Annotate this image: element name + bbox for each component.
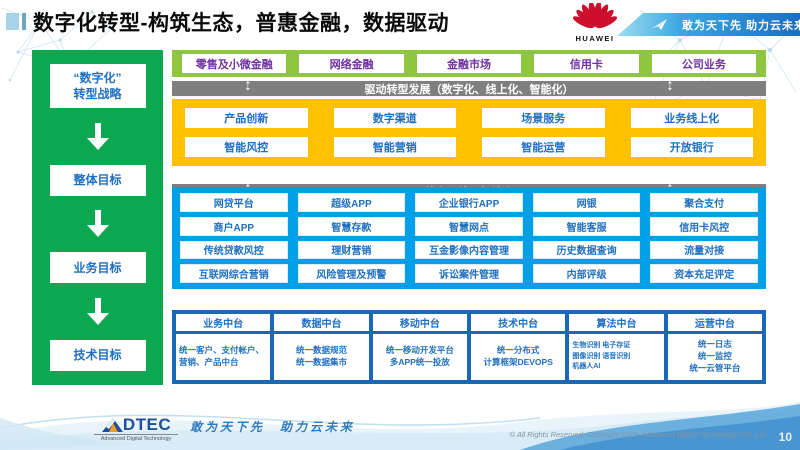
banner-text: 驱动转型发展（数字化、线上化、智能化） bbox=[364, 83, 574, 96]
sidebar-item-strategy: “数字化” 转型战略 bbox=[49, 64, 146, 109]
application-cell: 智能客服 bbox=[532, 216, 641, 236]
page-title: 数字化转型-构筑生态，普惠金融，数据驱动 bbox=[33, 12, 449, 35]
copyright-text: © All Rights Reserved. Copyright 2019. A… bbox=[509, 430, 767, 439]
capability-cell: 业务线上化 bbox=[630, 108, 753, 128]
business-line-cell: 公司业务 bbox=[651, 54, 757, 73]
application-cell: 互金影像内容管理 bbox=[415, 240, 523, 260]
application-cell: 流量对接 bbox=[650, 240, 758, 260]
capability-cell: 智能运营 bbox=[482, 137, 605, 157]
sidebar-item-tech-goal: 技术目标 bbox=[49, 339, 146, 371]
application-cell: 超级APP bbox=[297, 193, 406, 212]
platform-body: 统一数据规范 统一数据集市 bbox=[274, 334, 369, 380]
down-arrow-icon bbox=[86, 297, 109, 326]
main-diagram: 零售及小微金融 网络金融 金融市场 信用卡 公司业务 ↕ 驱动转型发展（数字化、… bbox=[172, 50, 766, 384]
strategy-sidebar: “数字化” 转型战略 整体目标 业务目标 技术目标 bbox=[32, 50, 163, 385]
capability-grid: 产品创新 数字渠道 场景服务 业务线上化 智能风控 智能营销 智能运营 开放银行 bbox=[172, 99, 766, 166]
paper-plane-icon bbox=[651, 19, 667, 30]
platform-header: 算法中台 bbox=[569, 314, 664, 331]
application-cell: 企业银行APP bbox=[415, 193, 523, 212]
adtec-triangle-icon bbox=[101, 418, 123, 432]
application-cell: 网银 bbox=[532, 193, 641, 212]
huawei-flower-icon bbox=[572, 1, 618, 29]
slogan-ribbon: 敢为天下先 助力云未来 bbox=[617, 13, 800, 36]
platform-body: 统一客户、支付帐户、营销、产品中台 bbox=[176, 334, 271, 380]
down-arrow-icon bbox=[86, 122, 109, 151]
title-accent-bar bbox=[22, 13, 26, 30]
page-number: 10 bbox=[778, 430, 792, 444]
application-cell: 网贷平台 bbox=[180, 193, 288, 212]
capability-cell: 产品创新 bbox=[185, 108, 308, 128]
capability-cell: 场景服务 bbox=[482, 108, 605, 128]
updown-arrow-icon: ↕ bbox=[666, 77, 674, 94]
huawei-wordmark: HUAWEI bbox=[575, 34, 615, 43]
platform-column-operation: 运营中台 统一日志 统一监控 统一云管平台 bbox=[667, 314, 762, 380]
adtec-subtitle: Advanced Digital Technology bbox=[94, 434, 178, 442]
platform-body: 统一移动开发平台 多APP统一投放 bbox=[372, 334, 467, 380]
platform-header: 数据中台 bbox=[274, 314, 369, 331]
application-cell: 互联网综合营销 bbox=[180, 264, 288, 283]
capability-cell: 智能营销 bbox=[333, 137, 456, 157]
capability-cell: 智能风控 bbox=[185, 137, 308, 157]
business-line-cell: 信用卡 bbox=[534, 54, 639, 73]
application-cell: 聚合支付 bbox=[650, 193, 758, 212]
platform-header: 技术中台 bbox=[471, 314, 566, 331]
sidebar-item-business-goal: 业务目标 bbox=[49, 252, 146, 284]
business-line-cell: 金融市场 bbox=[416, 54, 522, 73]
platform-column-data: 数据中台 统一数据规范 统一数据集市 bbox=[274, 314, 369, 380]
capability-cell: 开放银行 bbox=[630, 137, 753, 157]
platform-column-business: 业务中台 统一客户、支付帐户、营销、产品中台 bbox=[176, 314, 271, 380]
application-cell: 理财营销 bbox=[297, 240, 406, 260]
platform-header: 运营中台 bbox=[667, 314, 762, 331]
platform-header: 移动中台 bbox=[372, 314, 467, 331]
platform-body: 统一分布式 计算框架DEVOPS bbox=[471, 334, 566, 380]
application-cell: 风险管理及预警 bbox=[297, 264, 406, 283]
application-cell: 智慧存款 bbox=[297, 216, 406, 236]
application-cell: 资本充足评定 bbox=[650, 264, 758, 283]
application-grid: 网贷平台 超级APP 企业银行APP 网银 聚合支付 商户APP 智慧存款 智慧… bbox=[172, 187, 766, 289]
application-cell: 历史数据查询 bbox=[532, 240, 641, 260]
capability-cell: 数字渠道 bbox=[333, 108, 456, 128]
platform-body: 统一日志 统一监控 统一云管平台 bbox=[667, 334, 762, 380]
title-accent-block bbox=[6, 13, 19, 30]
sidebar-item-overall-goal: 整体目标 bbox=[49, 164, 146, 196]
adtec-wordmark: DTEC bbox=[122, 415, 172, 434]
slogan-ribbon-text: 敢为天下先 助力云未来 bbox=[682, 19, 800, 32]
down-arrow-icon bbox=[86, 210, 109, 238]
platform-body: 生物识别 电子存证 图像识别 语音识别 机器人AI bbox=[569, 334, 664, 380]
application-cell: 信用卡风控 bbox=[650, 216, 758, 236]
platform-column-mobile: 移动中台 统一移动开发平台 多APP统一投放 bbox=[372, 314, 467, 380]
updown-arrow-icon: ↕ bbox=[244, 77, 252, 94]
huawei-logo: HUAWEI bbox=[572, 1, 618, 43]
business-lines-row: 零售及小微金融 网络金融 金融市场 信用卡 公司业务 bbox=[172, 50, 766, 77]
application-cell: 商户APP bbox=[180, 216, 288, 236]
banner-drive-transformation: ↕ 驱动转型发展（数字化、线上化、智能化） ↕ bbox=[172, 77, 766, 96]
business-line-cell: 零售及小微金融 bbox=[182, 54, 287, 73]
platform-column-algorithm: 算法中台 生物识别 电子存证 图像识别 语音识别 机器人AI bbox=[569, 314, 664, 380]
application-cell: 诉讼案件管理 bbox=[415, 264, 523, 283]
platform-grid: 业务中台 统一客户、支付帐户、营销、产品中台 数据中台 统一数据规范 统一数据集… bbox=[172, 310, 766, 384]
business-line-cell: 网络金融 bbox=[299, 54, 404, 73]
application-cell: 传统贷款风控 bbox=[180, 240, 288, 260]
adtec-logo: DTEC Advanced Digital Technology bbox=[94, 415, 178, 442]
platform-header: 业务中台 bbox=[176, 314, 271, 331]
application-cell: 内部评级 bbox=[532, 264, 641, 283]
platform-column-tech: 技术中台 统一分布式 计算框架DEVOPS bbox=[471, 314, 566, 380]
footer-tagline: 敢为天下先 助力云未来 bbox=[190, 420, 356, 434]
application-cell: 智慧网点 bbox=[415, 216, 523, 236]
